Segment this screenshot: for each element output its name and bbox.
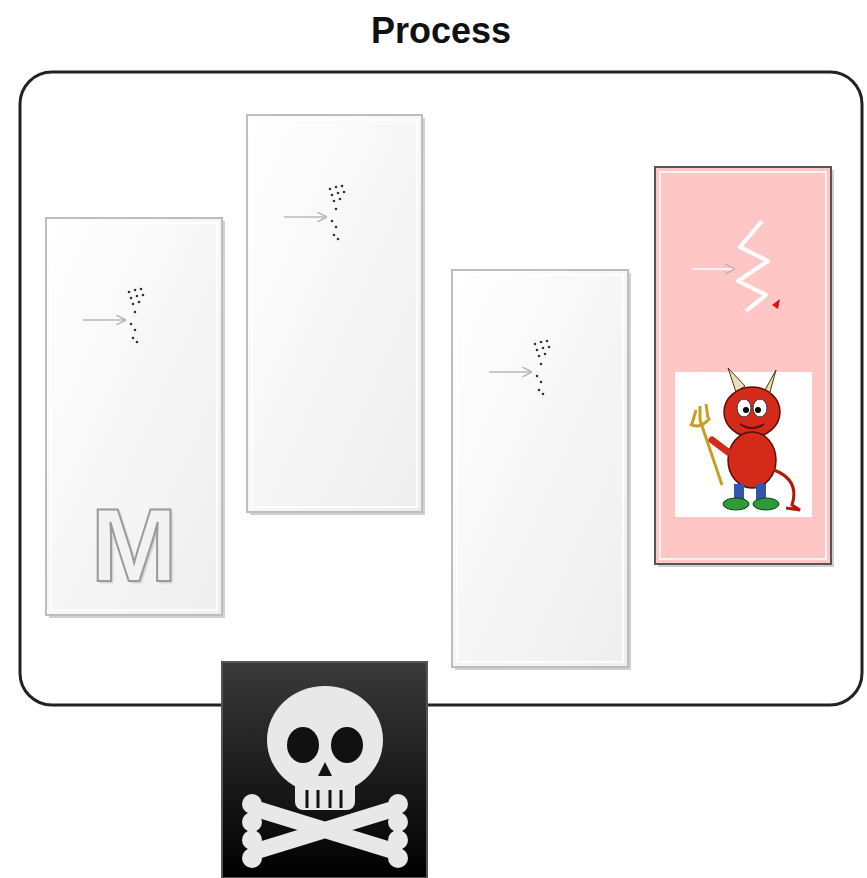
daemon-picture: [675, 368, 812, 517]
process-title: Process: [20, 10, 862, 52]
thread-letter: M: [91, 493, 178, 597]
process-outline: [20, 72, 862, 705]
thread-box: [452, 270, 631, 670]
thread-box: [655, 167, 834, 567]
thread-box: [46, 218, 225, 618]
main-thread-box: M: [46, 218, 222, 615]
skull-icon: [222, 662, 427, 878]
process-box: ProcessM: [20, 72, 862, 705]
thread-box: [247, 115, 425, 515]
